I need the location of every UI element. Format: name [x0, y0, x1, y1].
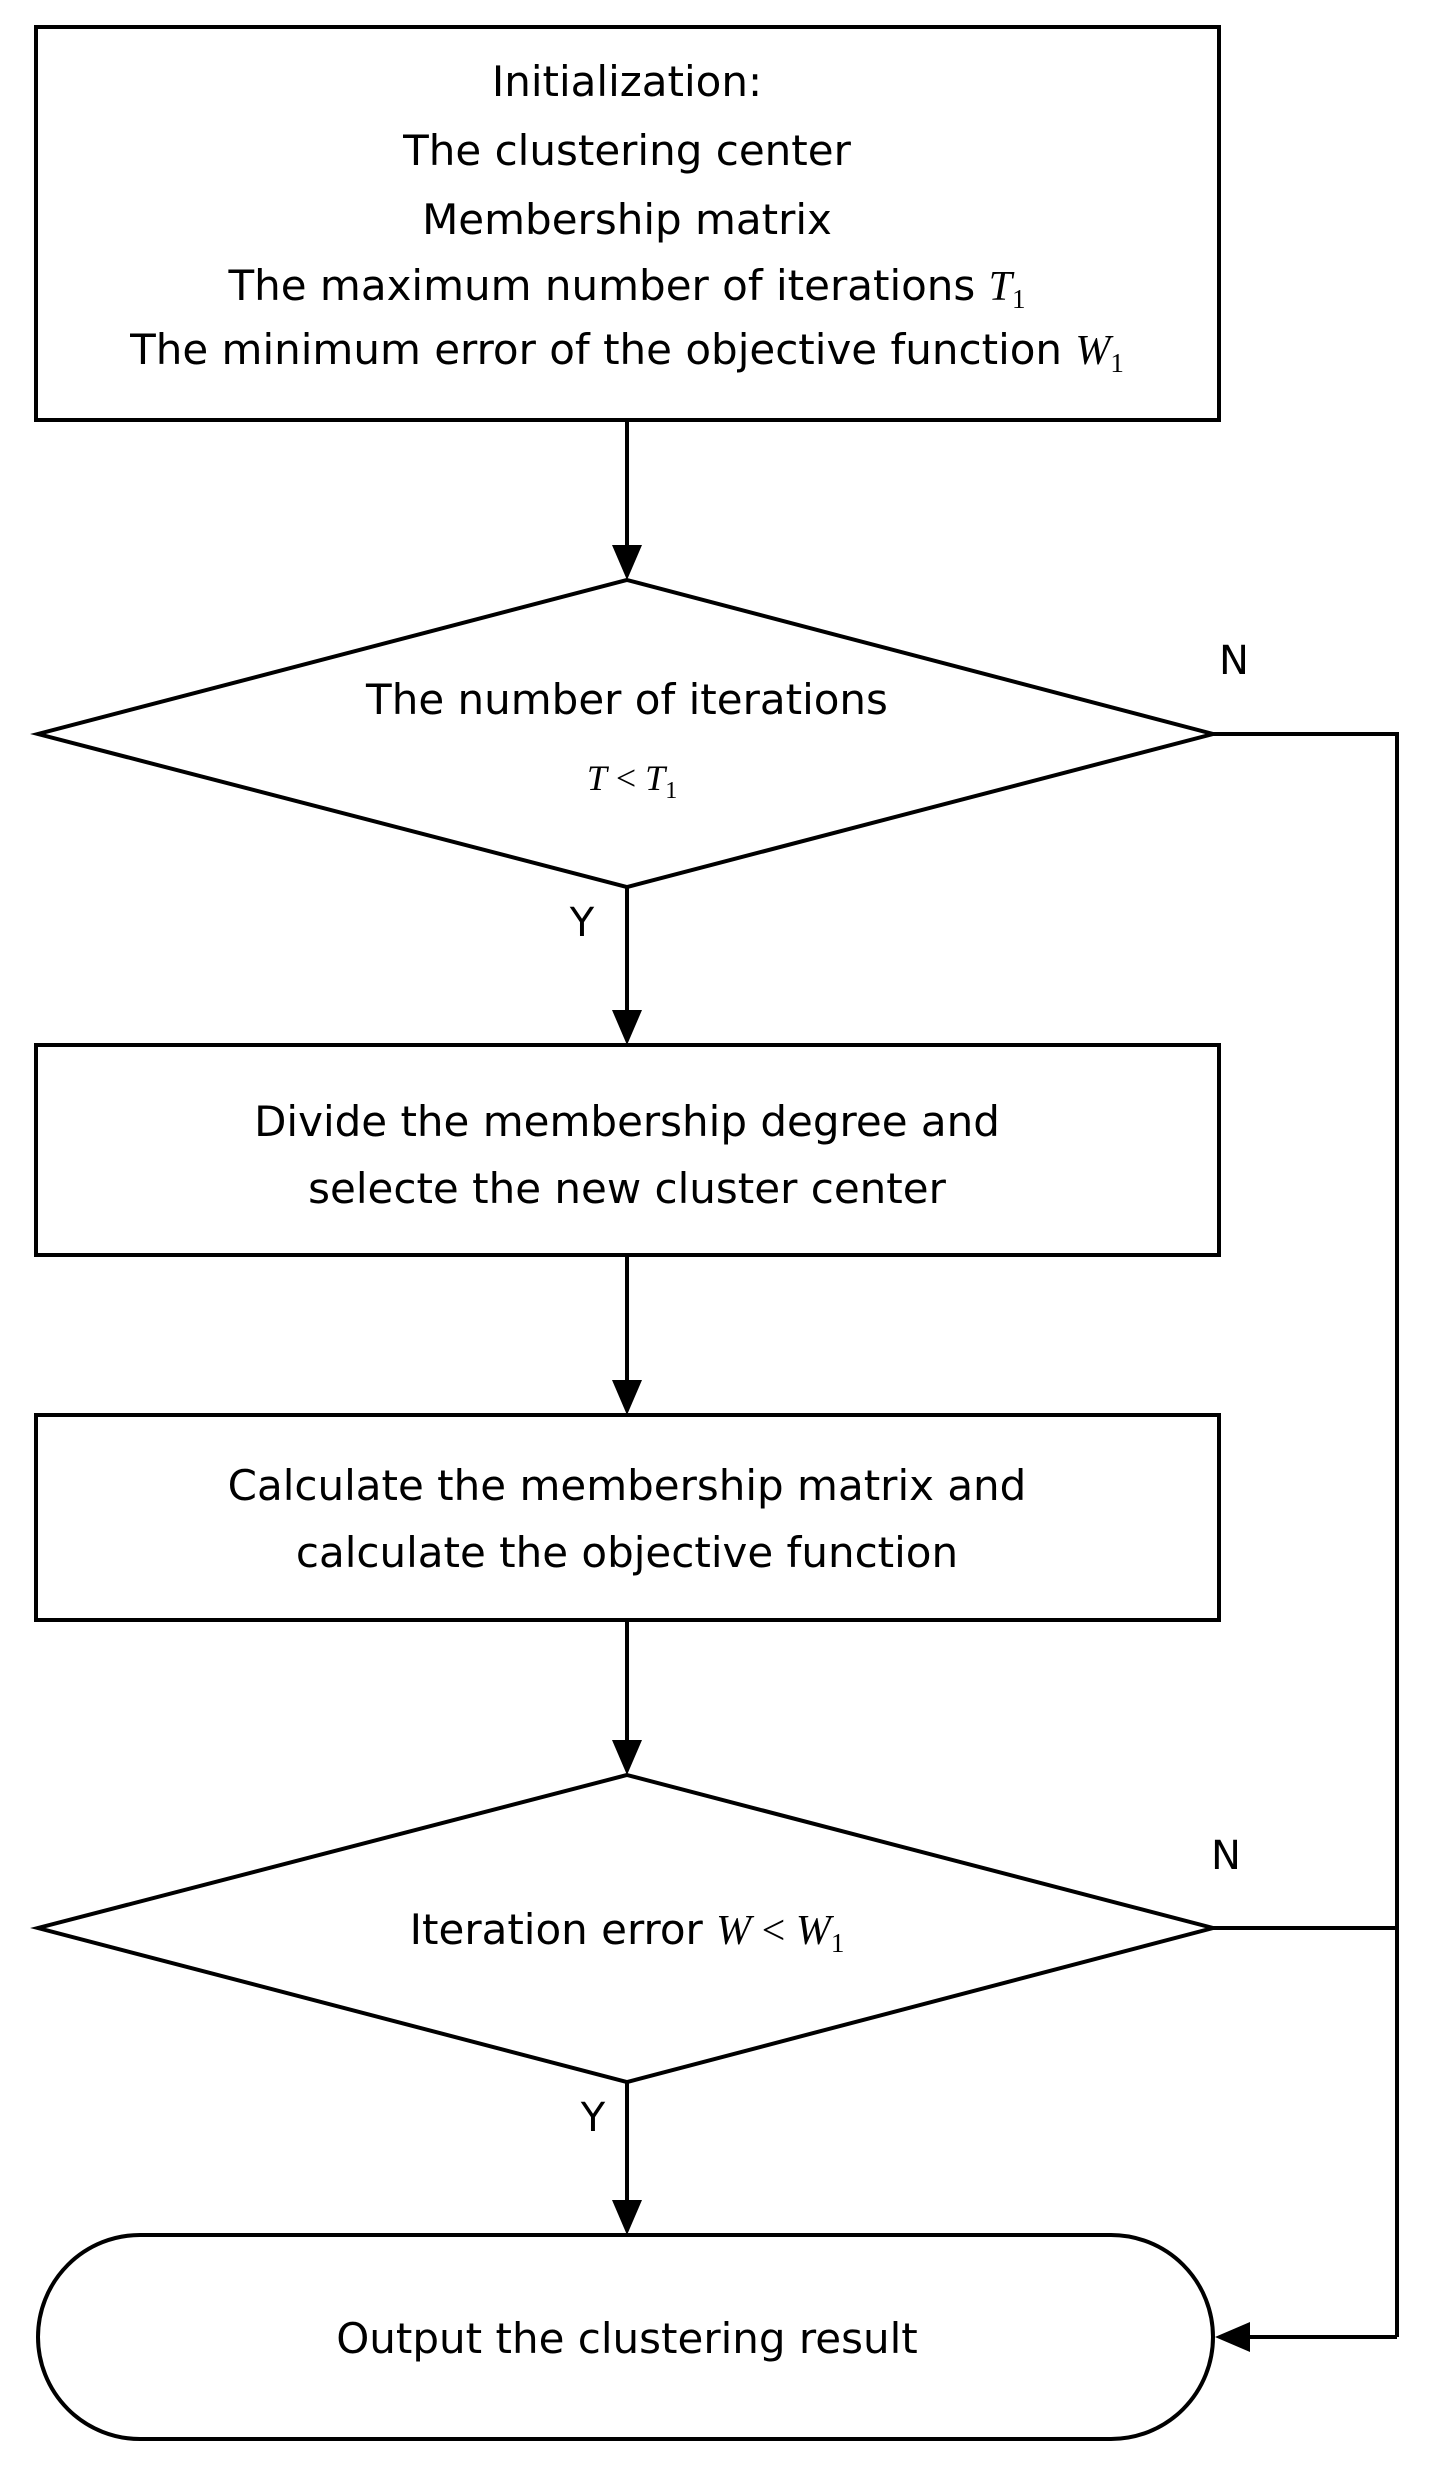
init-line-5-sub: 1 — [1110, 348, 1124, 378]
decision-iterations-var2: T — [645, 758, 668, 798]
decision-error-no-label: N — [1211, 1833, 1241, 1879]
init-line-5: The minimum error of the objective funct… — [129, 325, 1124, 378]
decision-iterations-sub: 1 — [665, 778, 677, 804]
init-line-2: The clustering center — [402, 126, 851, 175]
decision-iterations-no-label: N — [1219, 638, 1249, 684]
init-line-4: The maximum number of iterations T1 — [227, 261, 1025, 314]
divide-line-2: selecte the new cluster center — [308, 1164, 946, 1213]
init-line-1: Initialization: — [492, 57, 762, 106]
output-text: Output the clustering result — [336, 2314, 917, 2363]
decision-iterations — [30, 577, 1221, 890]
init-line-5-var: W — [1075, 328, 1114, 374]
init-line-4-text: The maximum number of iterations — [227, 261, 988, 310]
decision-error-var2: W — [796, 1908, 835, 1954]
decision-iterations-condition: T < T1 — [587, 758, 677, 804]
output-terminal — [36, 2233, 1215, 2441]
arrowhead-divide-to-calculate — [612, 1380, 642, 1415]
calculate-line-1: Calculate the membership matrix and — [228, 1461, 1027, 1510]
decision-iterations-var: T — [587, 758, 610, 798]
arrowhead-calculate-to-decision — [612, 1740, 642, 1775]
divide-line-1: Divide the membership degree and — [254, 1097, 1000, 1146]
init-line-4-sub: 1 — [1012, 284, 1026, 314]
init-box — [34, 25, 1221, 422]
calculate-box — [34, 1413, 1221, 1622]
decision-error-yes-label: Y — [580, 2095, 606, 2141]
decision-iterations-line-1: The number of iterations — [365, 675, 888, 724]
no-path-iterations — [1213, 732, 1399, 2337]
arrowhead-decision-to-divide — [612, 1010, 642, 1045]
init-line-5-text: The minimum error of the objective funct… — [129, 325, 1075, 374]
init-line-4-var: T — [989, 264, 1015, 310]
init-line-3: Membership matrix — [422, 195, 832, 244]
decision-error-sub: 1 — [831, 1928, 845, 1958]
calculate-line-2: calculate the objective function — [296, 1528, 958, 1577]
arrowhead-no-path-to-output — [1215, 2322, 1250, 2352]
decision-error-op: < — [751, 1908, 796, 1954]
decision-error-var: W — [716, 1908, 755, 1954]
arrowhead-init-to-decision — [612, 545, 642, 580]
decision-iterations-yes-label: Y — [569, 900, 595, 946]
divide-box — [34, 1043, 1221, 1257]
decision-iterations-op: < — [607, 758, 645, 798]
decision-error-text: Iteration error W < W1 — [410, 1905, 845, 1958]
arrowhead-decision-to-output — [612, 2200, 642, 2235]
decision-error-label: Iteration error — [410, 1905, 717, 1954]
